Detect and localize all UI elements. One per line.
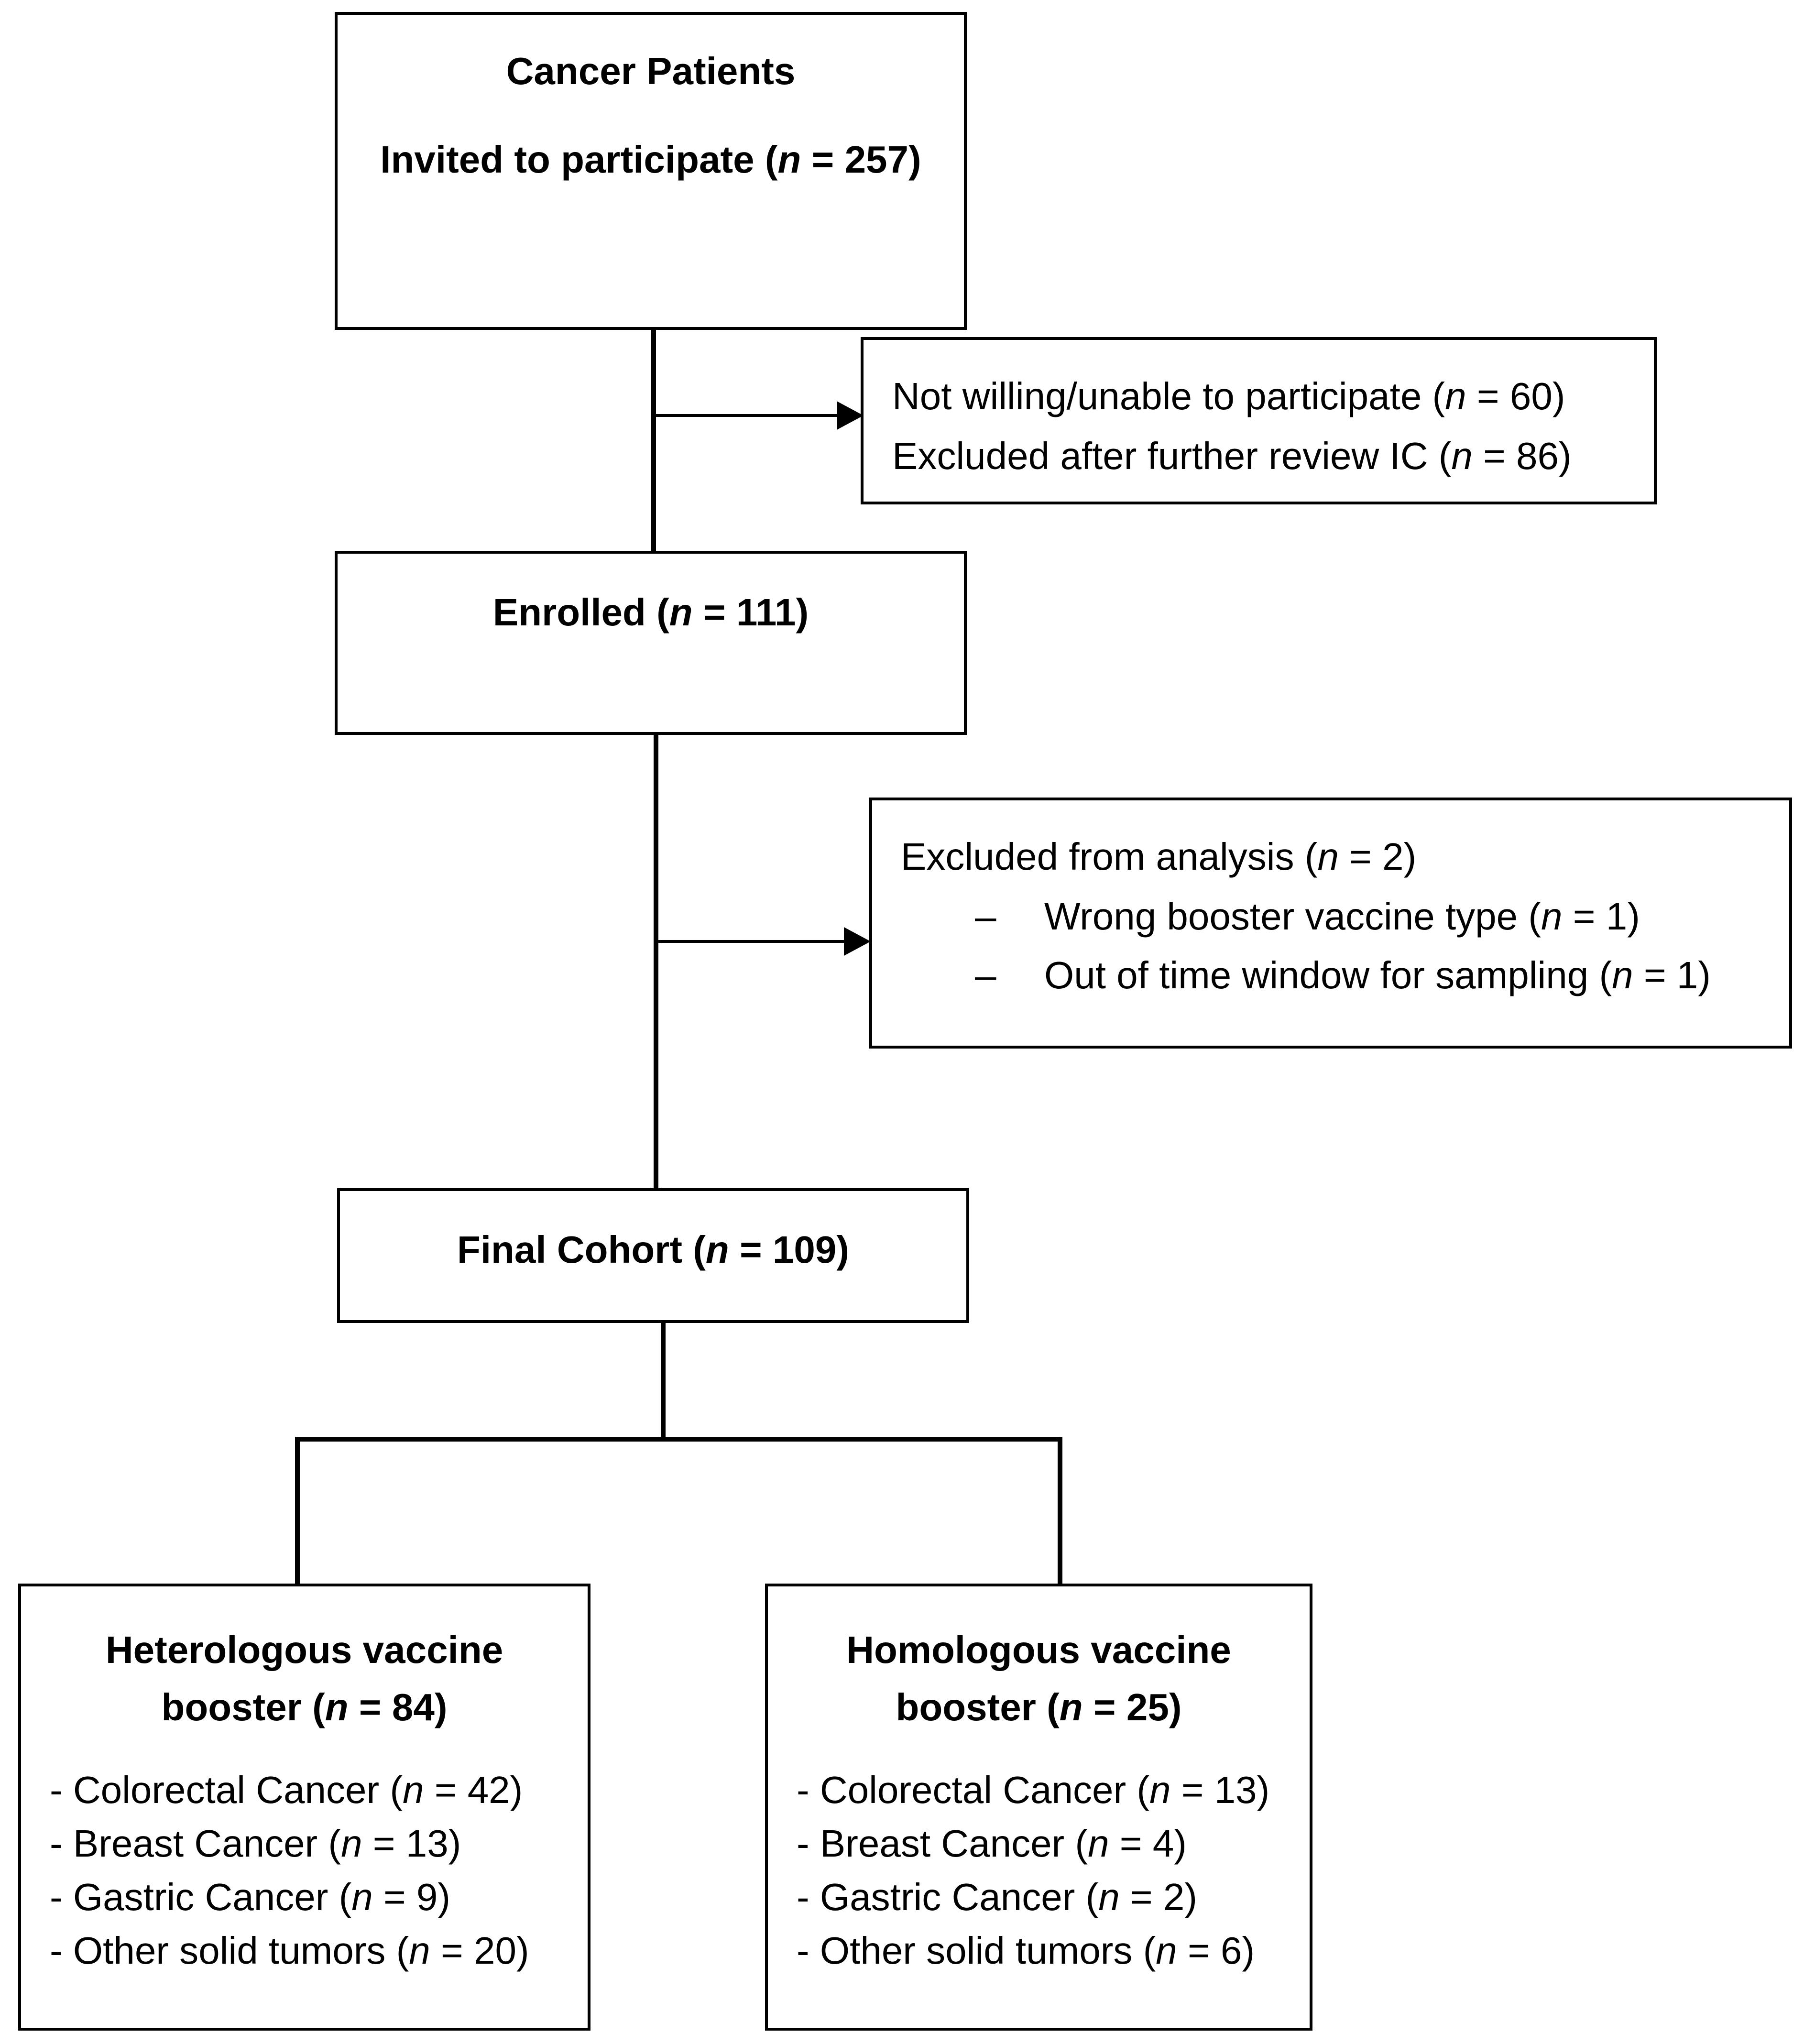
item-post: = 9): [372, 1876, 451, 1918]
n-symbol: n: [1445, 375, 1466, 417]
invited-count-post: = 257): [801, 138, 921, 181]
excluded-analysis-heading: Excluded from analysis (n = 2): [901, 834, 1416, 880]
excluded-item-2: Out of time window for sampling (n = 1): [1044, 952, 1711, 998]
not-willing-line1-pre: Not willing/unable to participate (: [892, 375, 1445, 417]
excluded-item-2-pre: Out of time window for sampling (: [1044, 954, 1612, 996]
n-symbol: n: [1088, 1822, 1109, 1865]
connector-invited-enrolled: [651, 330, 656, 552]
n-symbol: n: [1156, 1929, 1177, 1972]
enrolled-label: Enrolled (n = 111): [338, 590, 964, 635]
n-symbol: n: [325, 1686, 349, 1728]
heterologous-title-line1: Heterologous vaccine: [105, 1629, 503, 1671]
item-pre: - Other solid tumors (: [50, 1929, 409, 1972]
item-pre: - Gastric Cancer (: [797, 1876, 1099, 1918]
n-symbol: n: [1317, 835, 1339, 878]
excluded-heading-pre: Excluded from analysis (: [901, 835, 1318, 878]
heterologous-item: - Breast Cancer (n = 13): [50, 1821, 461, 1867]
item-post: = 20): [430, 1929, 529, 1972]
excluded-analysis-box: Excluded from analysis (n = 2) – Wrong b…: [869, 798, 1792, 1049]
item-pre: - Other solid tumors (: [797, 1929, 1156, 1972]
not-willing-line2: Excluded after further review IC (n = 86…: [892, 433, 1572, 479]
not-willing-box: Not willing/unable to participate (n = 6…: [861, 337, 1657, 504]
not-willing-line2-post: = 86): [1472, 435, 1572, 477]
not-willing-line1-post: = 60): [1466, 375, 1565, 417]
connector-enrolled-final: [654, 734, 658, 1191]
item-post: = 6): [1177, 1929, 1255, 1972]
connector-arrow-not-willing: [654, 414, 840, 417]
invited-title: Cancer Patients: [338, 48, 964, 94]
excluded-item-2-post: = 1): [1633, 954, 1711, 996]
heterologous-title2-pre: booster (: [161, 1686, 325, 1728]
enrolled-label-post: = 111): [692, 591, 809, 634]
n-symbol: n: [1059, 1686, 1083, 1728]
n-symbol: n: [1098, 1876, 1120, 1918]
invited-line1: Cancer Patients: [506, 50, 796, 92]
excluded-heading-post: = 2): [1338, 835, 1417, 878]
connector-split-right: [1058, 1437, 1062, 1585]
arrowhead-not-willing: [837, 401, 864, 430]
dash-bullet: –: [975, 954, 996, 996]
homologous-item: - Other solid tumors (n = 6): [797, 1928, 1255, 1974]
excluded-item-1-post: = 1): [1562, 895, 1640, 938]
final-label-post: = 109): [729, 1228, 850, 1271]
item-pre: - Colorectal Cancer (: [797, 1769, 1150, 1811]
excluded-item-1-pre: Wrong booster vaccine type (: [1044, 895, 1542, 938]
arrowhead-excluded: [844, 927, 871, 956]
heterologous-title-2: booster (n = 84): [21, 1684, 588, 1730]
item-post: = 42): [424, 1769, 523, 1811]
invited-count: Invited to participate (n = 257): [338, 137, 964, 183]
n-symbol: n: [351, 1876, 373, 1918]
connector-split-horizontal: [295, 1437, 1062, 1442]
item-post: = 13): [362, 1822, 461, 1865]
connector-arrow-excluded: [656, 940, 847, 943]
n-symbol: n: [1149, 1769, 1171, 1811]
homologous-item: - Colorectal Cancer (n = 13): [797, 1767, 1269, 1813]
excluded-item-1: Wrong booster vaccine type (n = 1): [1044, 894, 1640, 940]
not-willing-line1: Not willing/unable to participate (n = 6…: [892, 373, 1565, 419]
invited-count-pre: Invited to participate (: [380, 138, 778, 181]
item-post: = 13): [1170, 1769, 1270, 1811]
heterologous-item: - Colorectal Cancer (n = 42): [50, 1767, 523, 1813]
heterologous-item: - Other solid tumors (n = 20): [50, 1928, 529, 1974]
homologous-title-1: Homologous vaccine: [768, 1627, 1310, 1673]
n-symbol: n: [409, 1929, 430, 1972]
heterologous-title-1: Heterologous vaccine: [21, 1627, 588, 1673]
item-pre: - Gastric Cancer (: [50, 1876, 352, 1918]
final-cohort-label: Final Cohort (n = 109): [340, 1227, 966, 1273]
homologous-title-line1: Homologous vaccine: [846, 1629, 1231, 1671]
enrolled-label-pre: Enrolled (: [492, 591, 669, 634]
dash-bullet: –: [975, 895, 996, 938]
item-pre: - Breast Cancer (: [797, 1822, 1088, 1865]
not-willing-line2-pre: Excluded after further review IC (: [892, 435, 1452, 477]
n-symbol: n: [1541, 895, 1563, 938]
homologous-item: - Breast Cancer (n = 4): [797, 1821, 1187, 1867]
invited-box: Cancer Patients Invited to participate (…: [335, 12, 967, 330]
excluded-item-2-dash: –: [975, 952, 996, 998]
n-symbol: n: [669, 591, 693, 634]
n-symbol: n: [1612, 954, 1633, 996]
n-symbol: n: [1451, 435, 1473, 477]
n-symbol: n: [705, 1228, 729, 1271]
heterologous-box: Heterologous vaccine booster (n = 84) - …: [18, 1584, 590, 2031]
n-symbol: n: [403, 1769, 424, 1811]
connector-split-left: [295, 1437, 300, 1585]
connector-final-split: [661, 1322, 666, 1442]
homologous-title2-post: = 25): [1082, 1686, 1182, 1728]
final-label-pre: Final Cohort (: [457, 1228, 706, 1271]
homologous-title2-pre: booster (: [896, 1686, 1060, 1728]
heterologous-title2-post: = 84): [348, 1686, 448, 1728]
item-pre: - Breast Cancer (: [50, 1822, 341, 1865]
item-post: = 4): [1109, 1822, 1187, 1865]
n-symbol: n: [777, 138, 801, 181]
heterologous-item: - Gastric Cancer (n = 9): [50, 1874, 450, 1920]
homologous-item: - Gastric Cancer (n = 2): [797, 1874, 1197, 1920]
n-symbol: n: [341, 1822, 362, 1865]
item-post: = 2): [1119, 1876, 1198, 1918]
homologous-box: Homologous vaccine booster (n = 25) - Co…: [765, 1584, 1312, 2031]
enrolled-box: Enrolled (n = 111): [335, 551, 967, 735]
item-pre: - Colorectal Cancer (: [50, 1769, 403, 1811]
excluded-item-1-dash: –: [975, 894, 996, 940]
homologous-title-2: booster (n = 25): [768, 1684, 1310, 1730]
final-cohort-box: Final Cohort (n = 109): [337, 1188, 969, 1323]
